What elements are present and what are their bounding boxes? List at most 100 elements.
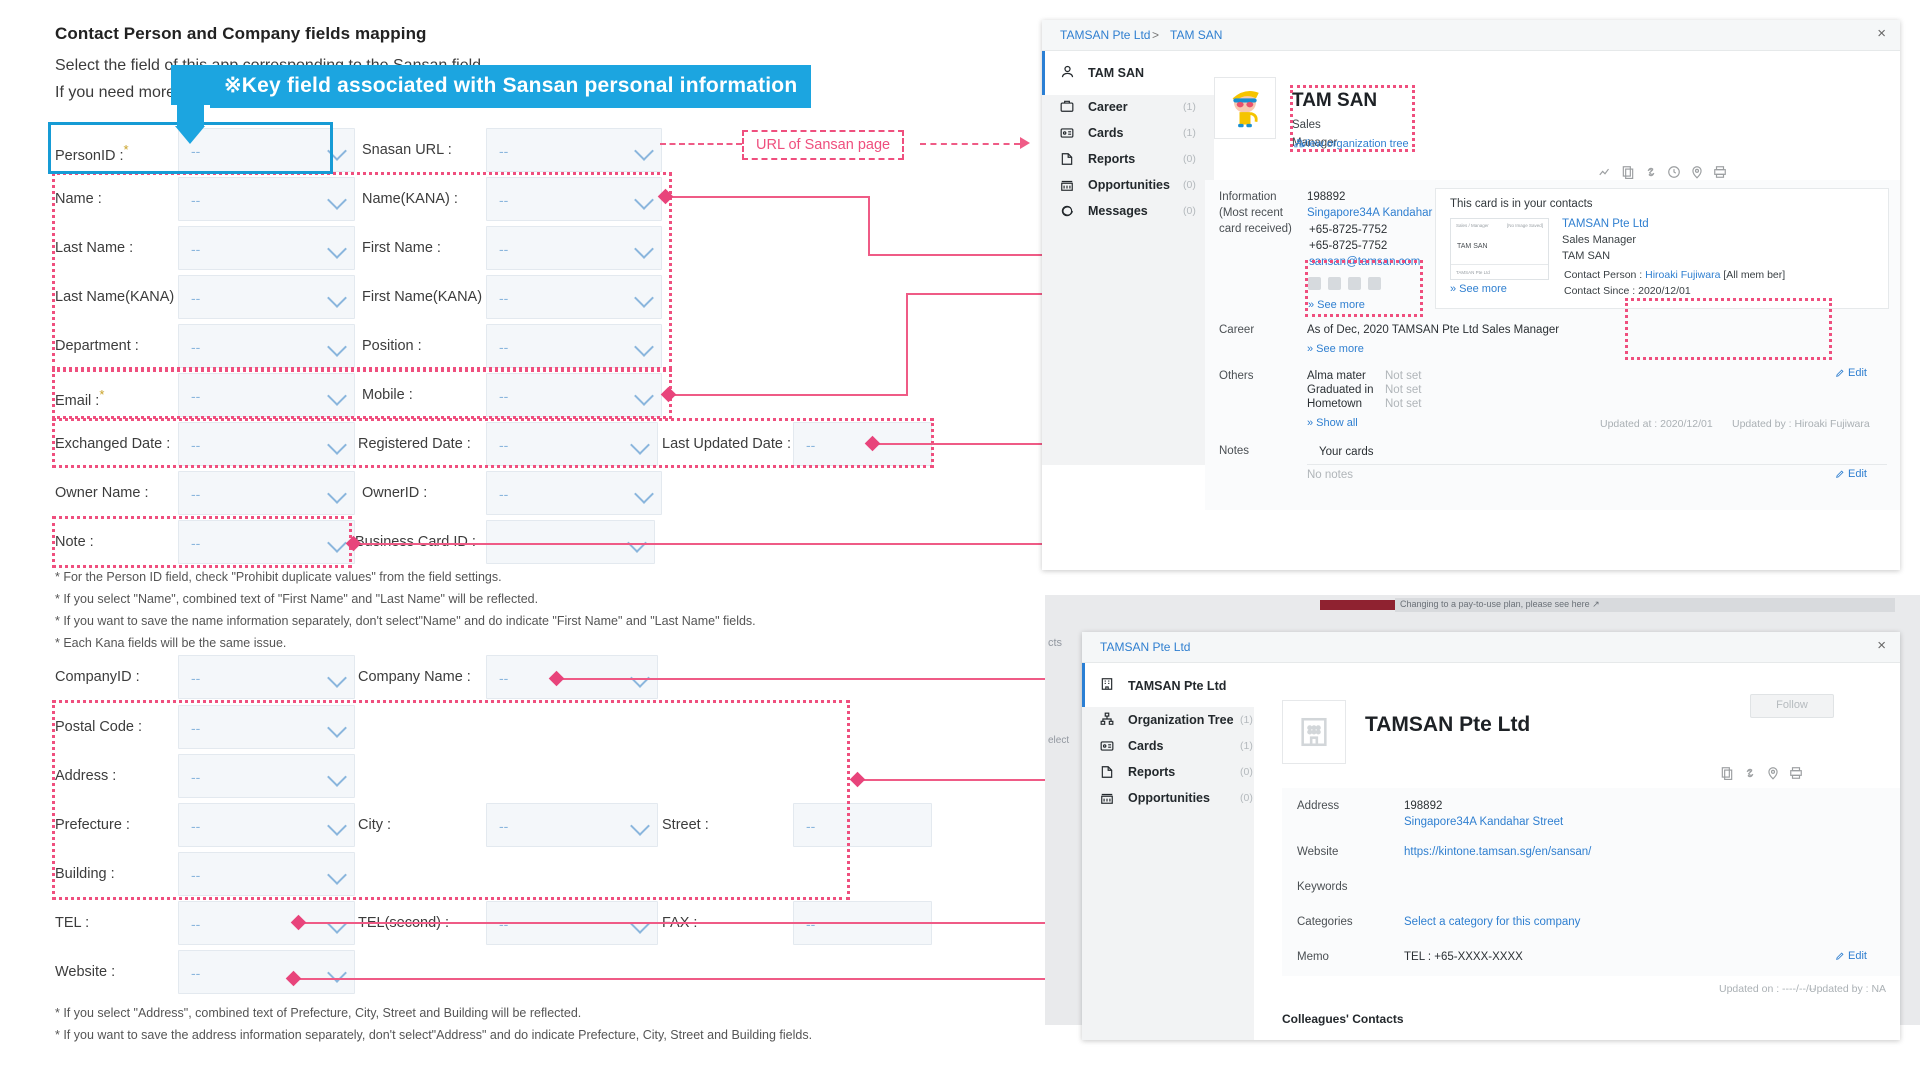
information-see-more[interactable]: » See more <box>1308 299 1365 311</box>
pencil-icon[interactable] <box>1835 951 1845 961</box>
pencil-icon[interactable] <box>1835 368 1845 378</box>
breadcrumb-person[interactable]: TAM SAN <box>1170 28 1223 42</box>
career-see-more[interactable]: » See more <box>1307 343 1364 355</box>
person-action-icons[interactable] <box>1598 165 1727 179</box>
select-name[interactable]: -- <box>178 177 355 221</box>
contact-person-name[interactable]: Hiroaki Fujiwara <box>1645 269 1721 281</box>
select-department[interactable]: -- <box>178 324 355 368</box>
select-value: -- <box>191 535 201 551</box>
copy-icon[interactable] <box>1621 165 1635 179</box>
link-icon[interactable] <box>1743 766 1757 780</box>
select-personid[interactable]: -- <box>178 128 355 172</box>
select-last-name-kana[interactable]: -- <box>178 275 355 319</box>
contact-person-label: Contact Person : <box>1564 269 1643 281</box>
twitter-icon[interactable] <box>1348 277 1361 290</box>
others-key-0: Alma mater <box>1307 370 1366 382</box>
select-last-name[interactable]: -- <box>178 226 355 270</box>
select-city[interactable]: -- <box>486 803 658 847</box>
sidebar-item-count: (0) <box>1183 179 1196 191</box>
company-row-value-1[interactable]: https://kintone.tamsan.sg/en/sansan/ <box>1404 846 1592 858</box>
field-label: Last Name : <box>55 240 134 256</box>
select-owner-name[interactable]: -- <box>178 471 355 515</box>
opportunities-icon <box>1101 793 1113 804</box>
select-street[interactable]: -- <box>793 803 932 847</box>
select-registered-date[interactable]: -- <box>486 422 658 466</box>
chevron-down-icon <box>327 337 347 357</box>
pencil-icon[interactable] <box>1835 469 1845 479</box>
business-card-thumbnail[interactable]: Sales / Manager [No Image Saved] TAM SAN… <box>1450 218 1549 280</box>
company-updated-by: Updated by : NA <box>1809 983 1887 995</box>
company-breadcrumb[interactable]: TAMSAN Pte Ltd <box>1100 640 1191 654</box>
link-icon[interactable] <box>1644 165 1658 179</box>
chevron-down-icon <box>327 141 347 161</box>
select-prefecture[interactable]: -- <box>178 803 355 847</box>
sidebar-item-label: TAM SAN <box>1088 66 1145 80</box>
field-label: Department : <box>55 338 139 354</box>
note-company-1: * If you select "Address", combined text… <box>55 1006 582 1020</box>
sidebar-item-count: (1) <box>1183 101 1196 113</box>
card-company[interactable]: TAMSAN Pte Ltd <box>1562 218 1649 230</box>
company-row-value-0b[interactable]: Singapore34A Kandahar Street <box>1404 816 1564 828</box>
location-icon[interactable] <box>1766 766 1780 780</box>
select-first-name-kana[interactable]: -- <box>486 275 662 319</box>
chevron-down-icon <box>327 816 347 836</box>
select-sansan-url[interactable]: -- <box>486 128 662 172</box>
facebook-icon[interactable] <box>1328 277 1341 290</box>
field-last-name: Last Name : -- <box>55 226 355 270</box>
close-icon[interactable]: × <box>1877 25 1886 42</box>
view-organization-tree-link[interactable]: View organization tree <box>1300 138 1409 150</box>
select-postal-code[interactable]: -- <box>178 705 355 749</box>
notes-tab[interactable]: Your cards <box>1319 446 1374 458</box>
select-address[interactable]: -- <box>178 754 355 798</box>
print-icon[interactable] <box>1789 766 1803 780</box>
select-exchanged-date[interactable]: -- <box>178 422 355 466</box>
company-row-key-3: Categories <box>1297 916 1353 928</box>
chart-icon[interactable] <box>1598 165 1612 179</box>
note-person-1: * For the Person ID field, check "Prohib… <box>55 570 502 584</box>
contact-person-suffix: [All mem ber] <box>1723 269 1786 281</box>
chevron-down-icon <box>327 288 347 308</box>
card-see-more[interactable]: » See more <box>1450 283 1507 295</box>
select-note[interactable]: -- <box>178 520 355 564</box>
select-position[interactable]: -- <box>486 324 662 368</box>
others-edit-link[interactable]: Edit <box>1848 367 1867 379</box>
select-website[interactable]: -- <box>178 950 355 994</box>
select-company-name[interactable]: -- <box>486 655 658 699</box>
notes-edit-link[interactable]: Edit <box>1848 468 1867 480</box>
sns-icons[interactable] <box>1308 277 1381 290</box>
notes-row <box>1205 435 1900 510</box>
report-icon <box>1061 153 1073 165</box>
select-building[interactable]: -- <box>178 852 355 896</box>
linkedin-icon[interactable] <box>1368 277 1381 290</box>
select-value: -- <box>499 818 509 834</box>
sansan-sns-icon[interactable] <box>1308 277 1321 290</box>
sidebar-item-label: Cards <box>1088 126 1124 140</box>
chevron-down-icon <box>630 435 650 455</box>
company-action-icons[interactable] <box>1720 766 1803 780</box>
breadcrumb-company[interactable]: TAMSAN Pte Ltd <box>1060 28 1151 42</box>
chevron-down-icon <box>327 533 347 553</box>
close-icon[interactable]: × <box>1877 637 1886 654</box>
follow-button[interactable]: Follow <box>1750 694 1834 718</box>
company-row-value-3[interactable]: Select a category for this company <box>1404 916 1581 928</box>
company-row-memo <box>1282 941 1900 976</box>
others-show-all[interactable]: » Show all <box>1307 417 1358 429</box>
select-first-name[interactable]: -- <box>486 226 662 270</box>
print-icon[interactable] <box>1713 165 1727 179</box>
field-name-kana: Name(KANA) : -- <box>362 177 662 221</box>
select-companyid[interactable]: -- <box>178 655 355 699</box>
select-ownerid[interactable]: -- <box>486 471 662 515</box>
field-label: Company Name : <box>358 669 471 685</box>
company-edit-link[interactable]: Edit <box>1848 950 1867 962</box>
information-address[interactable]: Singapore34A Kandahar Street <box>1307 207 1467 219</box>
select-name-kana[interactable]: -- <box>486 177 662 221</box>
information-email[interactable]: sansan@tamsan.com <box>1309 256 1421 268</box>
select-email[interactable]: -- <box>178 373 355 417</box>
select-business-card-id[interactable]: -- <box>486 520 655 564</box>
history-icon[interactable] <box>1667 165 1681 179</box>
information-tel2: +65-8725-7752 <box>1309 240 1388 252</box>
copy-icon[interactable] <box>1720 766 1734 780</box>
select-mobile[interactable]: -- <box>486 373 662 417</box>
others-value-0: Not set <box>1385 370 1422 382</box>
location-icon[interactable] <box>1690 165 1704 179</box>
